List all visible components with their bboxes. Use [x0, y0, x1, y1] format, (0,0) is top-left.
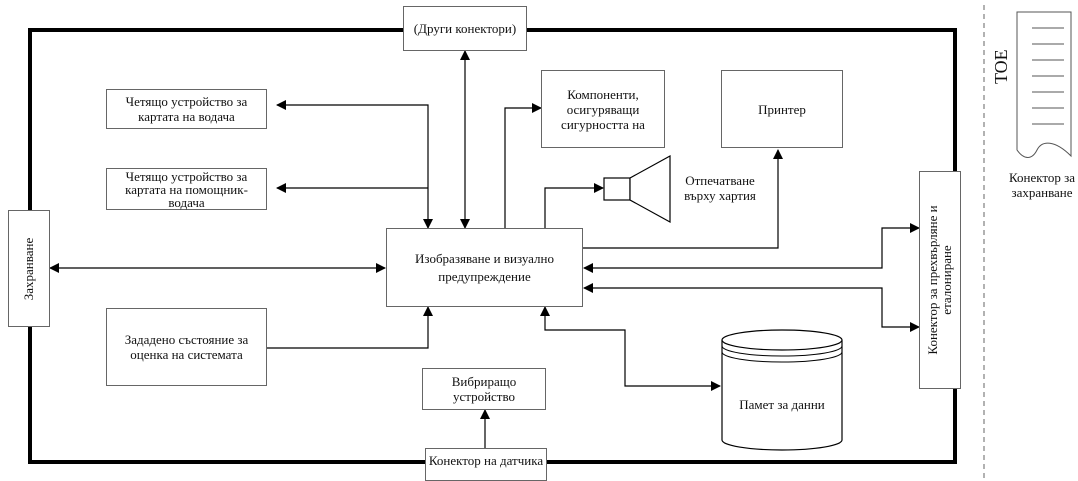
arrow-data-memory [540, 306, 721, 391]
storage-connector-text: Конектор за захранване [1008, 170, 1076, 200]
toe-label: TOE [991, 49, 1012, 84]
codriver-card-reader-box: Четящо устройство за картата на помощник… [106, 168, 267, 210]
printer-box: Принтер [721, 70, 843, 148]
calibration-connector-label: Конектор за прехвърляне и еталониране [925, 205, 954, 355]
print-on-paper-text: Отпечатване върху хартия [670, 173, 770, 203]
system-state-box: Зададено състояние за оценка на системат… [106, 308, 267, 386]
document-icon [1016, 11, 1072, 158]
security-components-label: Компоненти, осигуряващи сигурността на [561, 86, 645, 132]
vibration-device-label: Вибриращо устройство [451, 374, 517, 404]
data-memory-text: Памет за данни [722, 397, 842, 413]
driver-card-reader-label: Четящо устройство за картата на водача [125, 94, 248, 124]
display-label: Изобразяване и визуално предупреждение [415, 250, 554, 284]
vibration-device-box: Вибриращо устройство [422, 368, 546, 410]
display-box: Изобразяване и визуално предупреждение [386, 228, 583, 307]
arrow-driver-card [276, 100, 433, 229]
arrow-calibration-upper [583, 223, 920, 273]
storage-label: Захранване [21, 237, 36, 300]
sensor-connector-box: Конектор на датчика [425, 448, 547, 481]
arrow-calibration-lower [583, 283, 920, 332]
arrow-print [544, 183, 604, 228]
other-connectors-label: (Други конектори) [413, 21, 517, 36]
driver-card-reader-box: Четящо устройство за картата на водача [106, 89, 267, 129]
storage-connector-label: Конектор за захранване [1008, 170, 1076, 200]
toe-text: TOE [991, 49, 1011, 84]
printer-label: Принтер [758, 101, 806, 117]
sensor-connector-label: Конектор на датчика [428, 453, 544, 468]
security-components-box: Компоненти, осигуряващи сигурността на [541, 70, 665, 148]
print-paper-icon [603, 154, 671, 224]
storage-box: Захранване [8, 210, 50, 327]
other-connectors-box: (Други конектори) [403, 6, 527, 51]
print-on-paper-label: Отпечатване върху хартия [684, 173, 756, 203]
arrow-security [504, 103, 542, 228]
system-state-label: Зададено състояние за оценка на системат… [124, 332, 249, 362]
data-memory-cylinder [721, 329, 843, 451]
arrow-system-state [267, 306, 433, 349]
calibration-connector-box: Конектор за прехвърляне и еталониране [919, 171, 961, 389]
data-memory-label: Памет за данни [739, 397, 825, 412]
codriver-card-reader-label: Четящо устройство за картата на помощник… [125, 168, 248, 210]
